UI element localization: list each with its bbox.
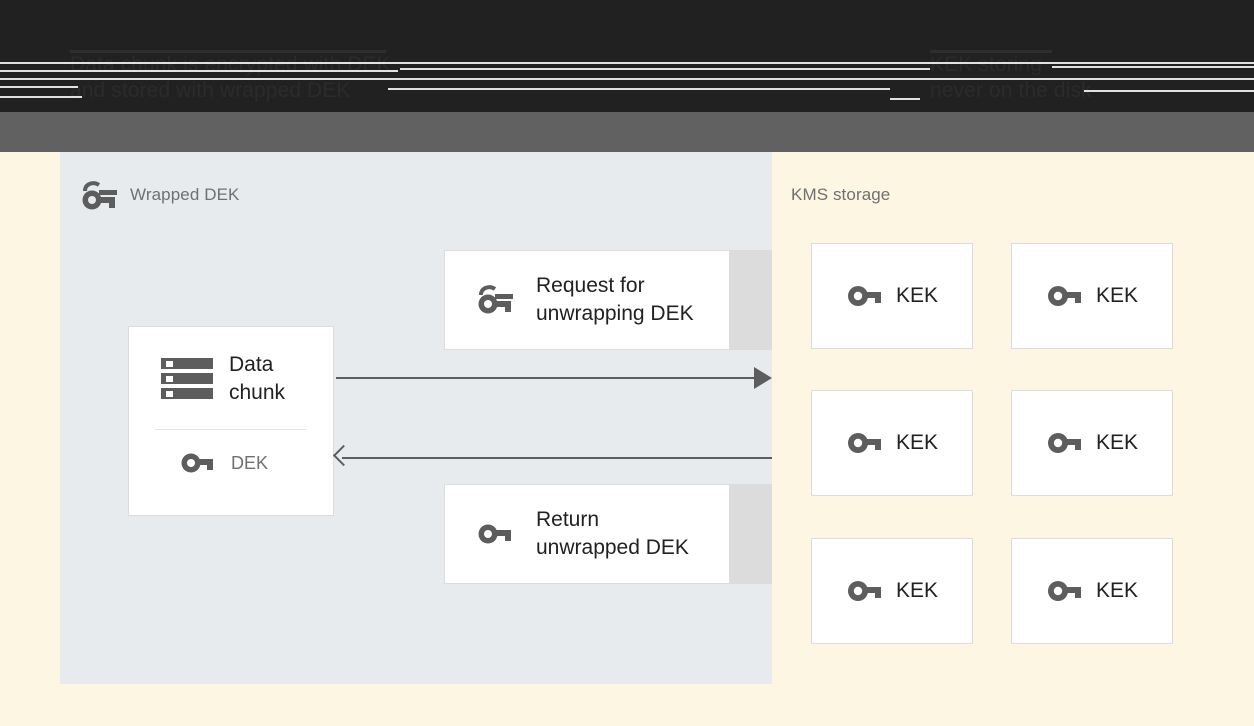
scanline-artifact (1084, 90, 1254, 92)
return-connector-strip (730, 484, 772, 584)
storage-chunks-icon (160, 356, 214, 402)
request-card[interactable]: Request for unwrapping DEK (444, 250, 730, 350)
scanline-artifact (930, 50, 1052, 53)
kek-box[interactable]: KEK (811, 538, 973, 644)
kms-storage-title: KMS storage (791, 185, 891, 204)
kek-label: KEK (1095, 284, 1139, 307)
key-icon (1046, 284, 1082, 308)
data-chunk-label: Data chunk (229, 353, 286, 404)
data-chunk-key-row: DEK (129, 430, 333, 474)
scanline-artifact (1052, 66, 1254, 68)
request-card-label: Request for unwrapping DEK (536, 274, 694, 325)
wrapped-dek-title: Wrapped DEK (130, 185, 240, 204)
scanline-artifact (388, 88, 890, 90)
scanline-artifact (0, 78, 1254, 80)
kek-box[interactable]: KEK (1011, 538, 1173, 644)
scanline-artifact (0, 86, 78, 88)
key-icon (180, 452, 214, 474)
scanline-artifact (0, 70, 398, 72)
request-connector-strip (730, 250, 772, 350)
return-card-label: Return unwrapped DEK (536, 508, 689, 559)
banner-dark-bar: Data chunk is encrypted with DEK and sto… (0, 0, 1254, 112)
kek-label: KEK (895, 431, 939, 454)
scanline-artifact (400, 68, 930, 70)
return-arrow (342, 457, 772, 459)
key-icon (846, 431, 882, 455)
key-icon (475, 518, 515, 550)
banner-right-text: KEK storing never on the disk (930, 53, 1092, 102)
scanline-artifact (890, 98, 920, 100)
scanline-artifact (0, 62, 1254, 64)
request-arrow-head-icon (754, 367, 772, 389)
key-icon (1046, 579, 1082, 603)
kek-box[interactable]: KEK (811, 243, 973, 349)
data-chunk-divider (155, 429, 307, 430)
wrapped-key-icon (79, 180, 119, 212)
data-chunk-header: Data chunk (129, 327, 333, 407)
kek-label: KEK (895, 284, 939, 307)
dek-label: DEK (231, 452, 269, 473)
kek-label: KEK (1095, 579, 1139, 602)
kek-label: KEK (1095, 431, 1139, 454)
key-icon (1046, 431, 1082, 455)
request-arrow (336, 377, 770, 379)
kek-box[interactable]: KEK (1011, 243, 1173, 349)
kek-label: KEK (895, 579, 939, 602)
return-card[interactable]: Return unwrapped DEK (444, 484, 730, 584)
kek-box[interactable]: KEK (1011, 390, 1173, 496)
scanline-artifact (0, 96, 82, 98)
kek-box[interactable]: KEK (811, 390, 973, 496)
key-icon (846, 284, 882, 308)
scanline-artifact (70, 50, 386, 53)
key-icon (846, 579, 882, 603)
wrapped-key-icon (475, 284, 515, 316)
banner-gray-bar (0, 112, 1254, 152)
data-chunk-card[interactable]: Data chunk DEK (128, 326, 334, 516)
